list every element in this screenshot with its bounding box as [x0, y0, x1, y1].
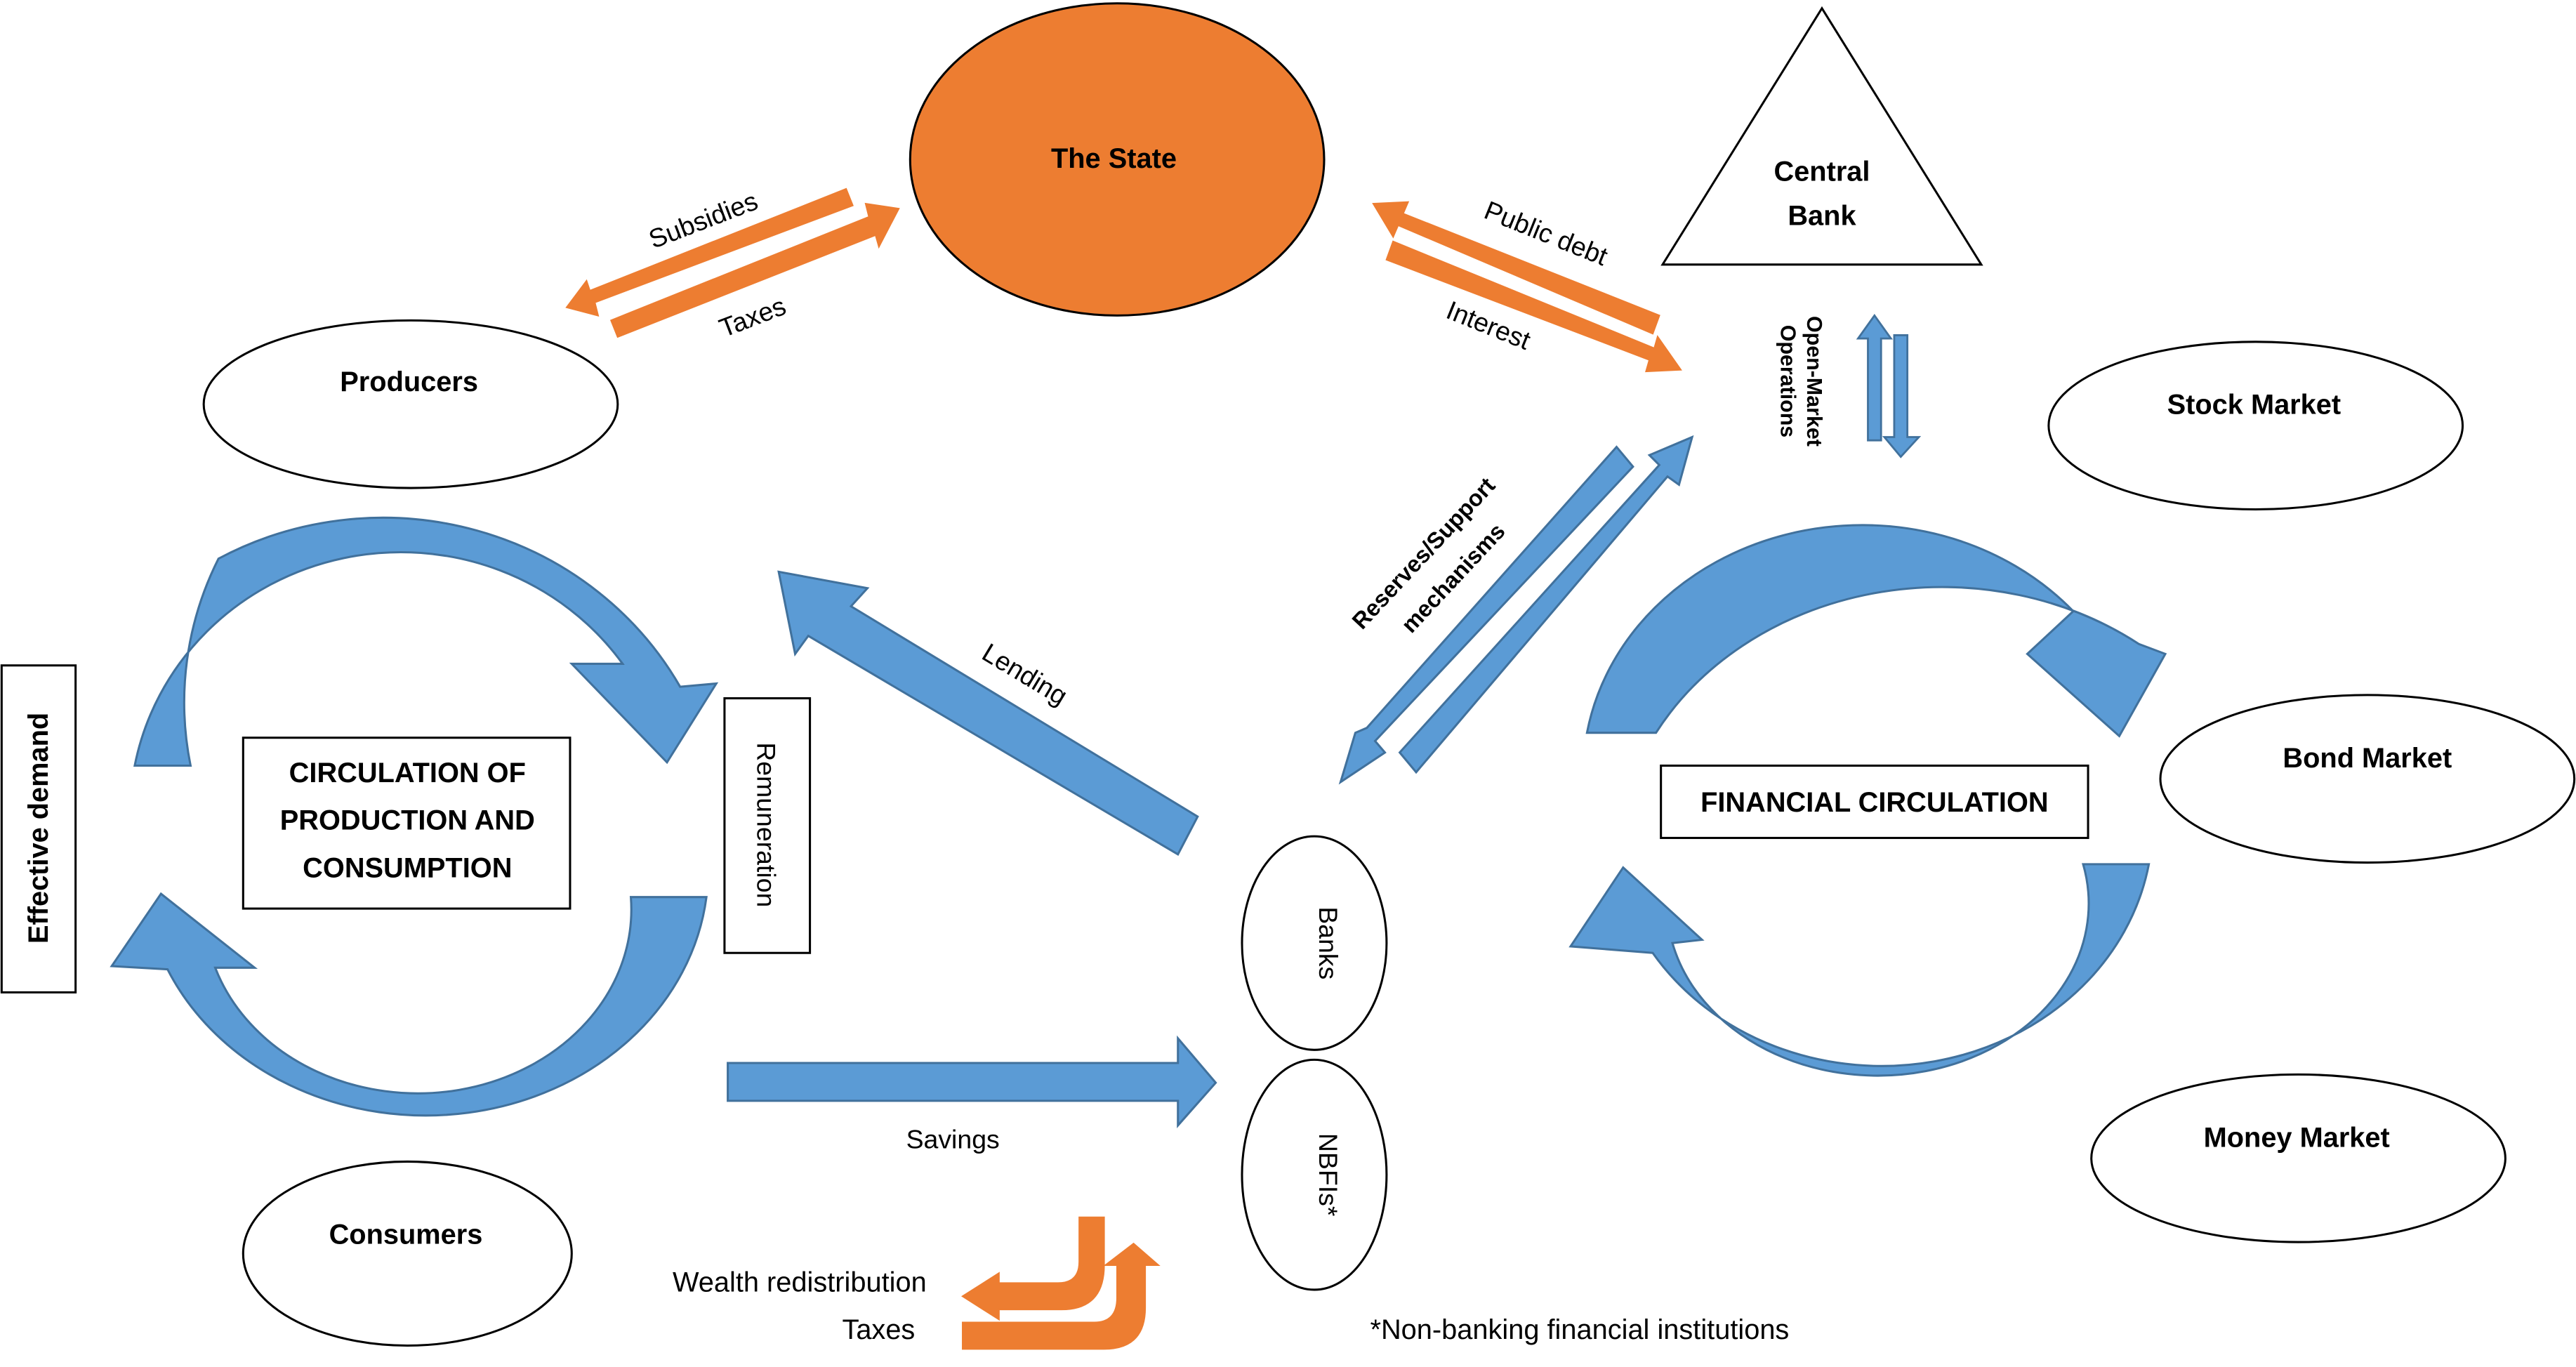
- public-debt-interest-arrows: Public debt Interest: [1372, 195, 1682, 373]
- financial-circulation-box: FINANCIAL CIRCULATION: [1660, 764, 2089, 839]
- producers-label: Producers: [340, 366, 478, 397]
- central-bank-label-line1: Central: [1774, 156, 1870, 187]
- money-market-label: Money Market: [2204, 1122, 2390, 1153]
- financial-cycle-top-arrow: [1585, 524, 2167, 738]
- financial-cycle-bottom-arrow: [1568, 863, 2151, 1077]
- taxes-arrow: [609, 202, 900, 338]
- banks-node: Banks: [1241, 835, 1388, 1051]
- reserves-down-arrow: [1338, 445, 1634, 785]
- circulation-label-line2: PRODUCTION AND: [280, 805, 535, 836]
- wealth-redistribution-label: Wealth redistribution: [673, 1267, 927, 1297]
- bond-market-node: Bond Market: [2159, 694, 2576, 864]
- production-cycle-arrows: [110, 516, 719, 1117]
- footnote: *Non-banking financial institutions: [1370, 1314, 1789, 1345]
- financial-cycle-arrows: [1568, 524, 2167, 1077]
- interest-arrow: [1385, 240, 1682, 373]
- state-node: The State: [909, 2, 1326, 317]
- omo-down-arrow: [1882, 334, 1922, 458]
- producers-node: Producers: [202, 319, 619, 489]
- bond-market-label: Bond Market: [2283, 743, 2452, 774]
- financial-circulation-label: FINANCIAL CIRCULATION: [1700, 787, 2049, 818]
- savings-arrow: Savings: [727, 1035, 1217, 1154]
- lending-arrow: Lending: [777, 570, 1199, 856]
- stock-market-label: Stock Market: [2167, 390, 2341, 421]
- state-label: The State: [1051, 143, 1177, 174]
- circulation-box: CIRCULATION OF PRODUCTION AND CONSUMPTIO…: [242, 737, 572, 910]
- wealth-redistribution-arrow: [961, 1216, 1105, 1321]
- support-up-arrow: [1398, 435, 1694, 774]
- public-debt-arrow: [1372, 201, 1660, 335]
- production-cycle-top-arrow: [133, 516, 719, 767]
- banks-label: Banks: [1314, 906, 1343, 979]
- stock-market-node: Stock Market: [2047, 341, 2464, 510]
- subsidies-arrow: [565, 187, 854, 317]
- redistribution-arrows: Wealth redistribution Taxes: [673, 1216, 1161, 1350]
- taxes-top-label: Taxes: [715, 291, 790, 343]
- omo-up-arrow: [1856, 313, 1893, 442]
- central-bank-label-line2: Bank: [1788, 201, 1856, 232]
- savings-label: Savings: [906, 1125, 1000, 1154]
- production-cycle-bottom-arrow: [110, 892, 708, 1117]
- subsidies-taxes-arrows: Subsidies Taxes: [565, 186, 900, 343]
- circulation-label-line3: CONSUMPTION: [303, 853, 512, 884]
- nbfis-label: NBFIs*: [1314, 1133, 1343, 1217]
- remuneration-box: Remuneration: [723, 697, 812, 954]
- circulation-label-line1: CIRCULATION OF: [289, 758, 526, 788]
- central-bank-node: Central Bank: [1660, 6, 1983, 266]
- omo-label-line2: Operations: [1776, 325, 1799, 438]
- effective-demand-label: Effective demand: [23, 713, 54, 944]
- consumers-node: Consumers: [242, 1160, 573, 1347]
- money-market-node: Money Market: [2090, 1073, 2506, 1243]
- nbfis-node: NBFIs*: [1241, 1058, 1388, 1291]
- effective-demand-box: Effective demand: [0, 664, 77, 993]
- taxes-bottom-label: Taxes: [842, 1314, 915, 1345]
- consumers-label: Consumers: [329, 1219, 483, 1250]
- open-market-arrows: Open-Market Operations: [1776, 313, 1922, 458]
- taxes-bottom-arrow: [962, 1242, 1161, 1350]
- omo-label-line1: Open-Market: [1802, 316, 1826, 447]
- remuneration-label: Remuneration: [752, 742, 781, 907]
